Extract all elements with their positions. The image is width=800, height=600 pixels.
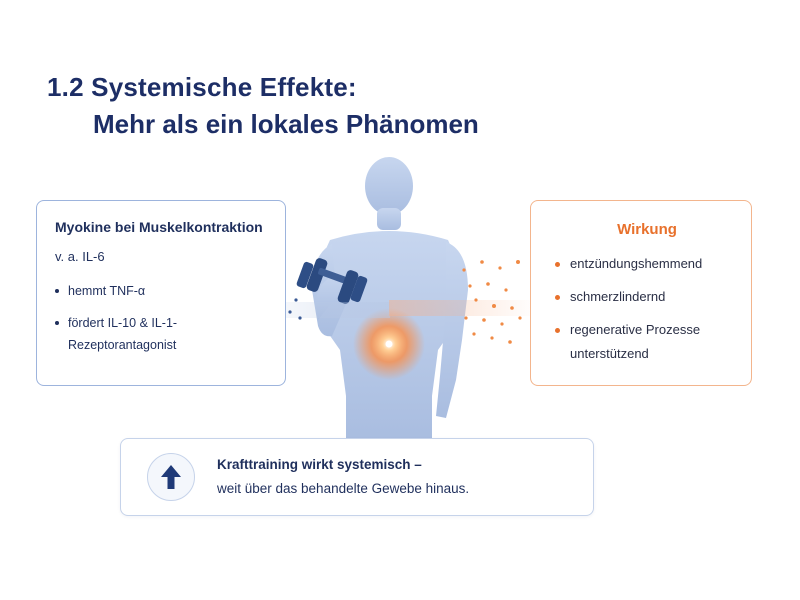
effect-panel: Wirkung entzündungshemmend schmerzlinder… — [530, 200, 752, 386]
title-line-2: Mehr als ein lokales Phänomen — [93, 109, 479, 139]
banner-text: Krafttraining wirkt systemisch – weit üb… — [217, 453, 469, 501]
summary-banner: Krafttraining wirkt systemisch – weit üb… — [120, 438, 594, 516]
human-body-figure — [312, 157, 468, 440]
up-arrow-icon — [147, 453, 195, 501]
list-item: hemmt TNF-α — [55, 280, 271, 302]
list-item: regenerative Prozesse unterstützend — [555, 318, 739, 366]
myokine-panel-heading: Myokine bei Muskelkontraktion — [55, 219, 263, 235]
page-title: 1.2 Systemische Effekte: Mehr als ein lo… — [47, 72, 479, 140]
effect-list: entzündungshemmend schmerzlindernd regen… — [555, 252, 739, 366]
banner-line-1: Krafttraining wirkt systemisch – — [217, 457, 422, 472]
effect-panel-heading: Wirkung — [617, 221, 677, 238]
list-item: schmerzlindernd — [555, 285, 739, 309]
myokine-panel: Myokine bei Muskelkontraktion v. a. IL-6… — [36, 200, 286, 386]
effect-particles — [462, 260, 522, 344]
banner-line-2: weit über das behandelte Gewebe hinaus. — [217, 481, 470, 496]
dumbbell-icon — [296, 258, 368, 304]
list-item: entzündungshemmend — [555, 252, 739, 276]
myokine-list: hemmt TNF-α fördert IL-10 & IL-1-Rezepto… — [55, 280, 271, 356]
title-line-1: 1.2 Systemische Effekte: — [47, 72, 357, 102]
list-item: fördert IL-10 & IL-1-Rezeptorantagonist — [55, 312, 271, 356]
myokine-panel-subheading: v. a. IL-6 — [55, 249, 105, 264]
